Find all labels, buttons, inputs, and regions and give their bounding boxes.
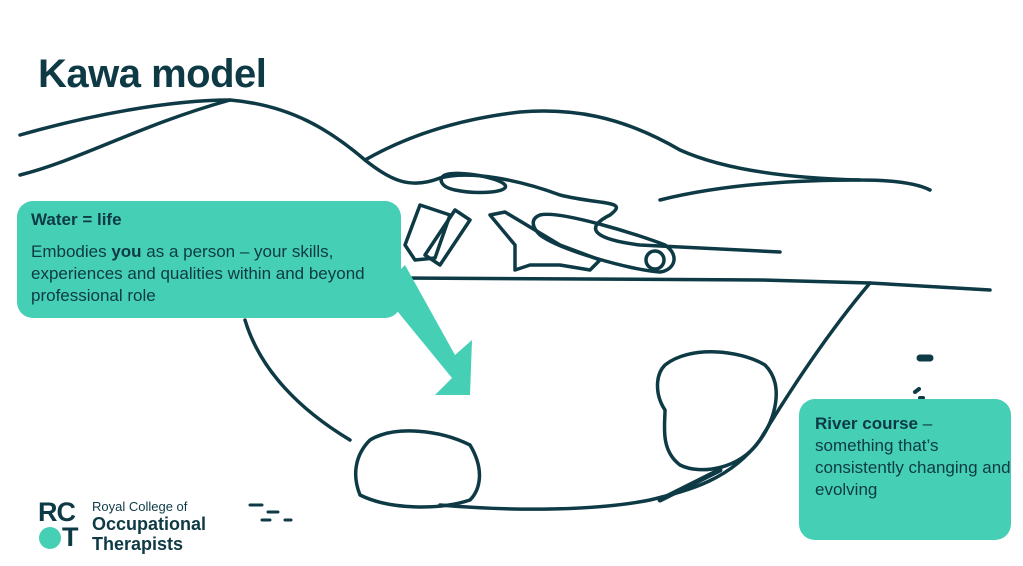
river-callout-text: – something that’s consistently changing…: [815, 414, 1011, 499]
river-course-callout: River course – something that’s consiste…: [799, 399, 1011, 540]
logs-driftwood: [403, 171, 676, 274]
water-callout-text: Embodies you as a person – your skills, …: [31, 241, 401, 307]
rocks: [248, 350, 934, 522]
water-life-callout: Water = life Embodies you as a person – …: [17, 201, 401, 318]
water-text-bold: you: [111, 242, 142, 261]
logo-mark-rc: RC: [38, 497, 76, 527]
mountains: [18, 98, 932, 202]
water-text-part: as a person – your skills, experiences a…: [31, 242, 365, 305]
arrow: [380, 265, 472, 395]
logo-line-1: Royal College of: [92, 499, 188, 514]
river-callout-heading: River course: [815, 414, 918, 433]
logo-line-3: Therapists: [92, 534, 184, 554]
logo-line-2: Occupational: [92, 514, 207, 534]
river-banks: [243, 158, 992, 511]
logo-dot: [39, 527, 61, 549]
water-text-part: Embodies: [31, 242, 112, 261]
logo-mark-t: T: [62, 522, 79, 552]
water-callout-heading: Water = life: [31, 210, 122, 229]
slide-title: Kawa model: [38, 52, 267, 96]
